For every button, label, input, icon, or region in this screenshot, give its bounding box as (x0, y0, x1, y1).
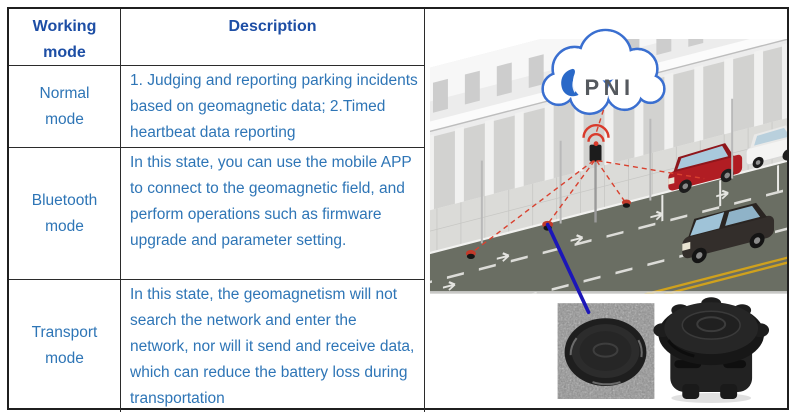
parking-scene-graphic: PNI (429, 28, 787, 403)
header-description-label: Description (228, 18, 317, 35)
row-transport-mode: Transport mode (9, 280, 121, 412)
row-normal-description: 1. Judging and reporting parking inciden… (121, 66, 425, 148)
white-car (745, 125, 787, 169)
row-bluetooth-description: In this state, you can use the mobile AP… (121, 148, 425, 280)
road-sensor (465, 249, 476, 259)
comms-links (470, 106, 705, 254)
row-transport-description: In this state, the geomagnetism will not… (121, 280, 425, 412)
mode-label: Bluetooth mode (31, 191, 98, 235)
header-working-mode-label: Working mode (32, 18, 97, 61)
parking-bay-lines (661, 165, 780, 222)
road-sensor (621, 199, 632, 208)
header-working-mode: Working mode (9, 9, 121, 66)
sensor-photo-embedded (557, 303, 655, 399)
header-description: Description (121, 9, 425, 66)
wifi-icon (582, 124, 610, 142)
row-bluetooth-mode: Bluetooth mode (9, 148, 121, 280)
double-yellow-line (642, 252, 787, 294)
dark-car (682, 202, 775, 264)
working-mode-table: Working mode Description (7, 7, 789, 412)
gateway-device (582, 124, 610, 223)
road-arrows (442, 189, 729, 291)
illustration-panel: PNI (425, 9, 787, 412)
lane-dashes-1 (429, 184, 787, 288)
street-poles (480, 98, 734, 244)
sensor-photo-device (653, 297, 770, 403)
pni-cloud-logo: PNI (541, 28, 666, 116)
pni-cloud-text: PNI (585, 75, 635, 100)
row-normal-mode: Normal mode (9, 66, 121, 148)
mode-label: Transport mode (31, 324, 98, 367)
mode-label: Normal mode (39, 84, 90, 128)
red-car (668, 143, 743, 193)
sensor-connector-line (545, 222, 591, 315)
